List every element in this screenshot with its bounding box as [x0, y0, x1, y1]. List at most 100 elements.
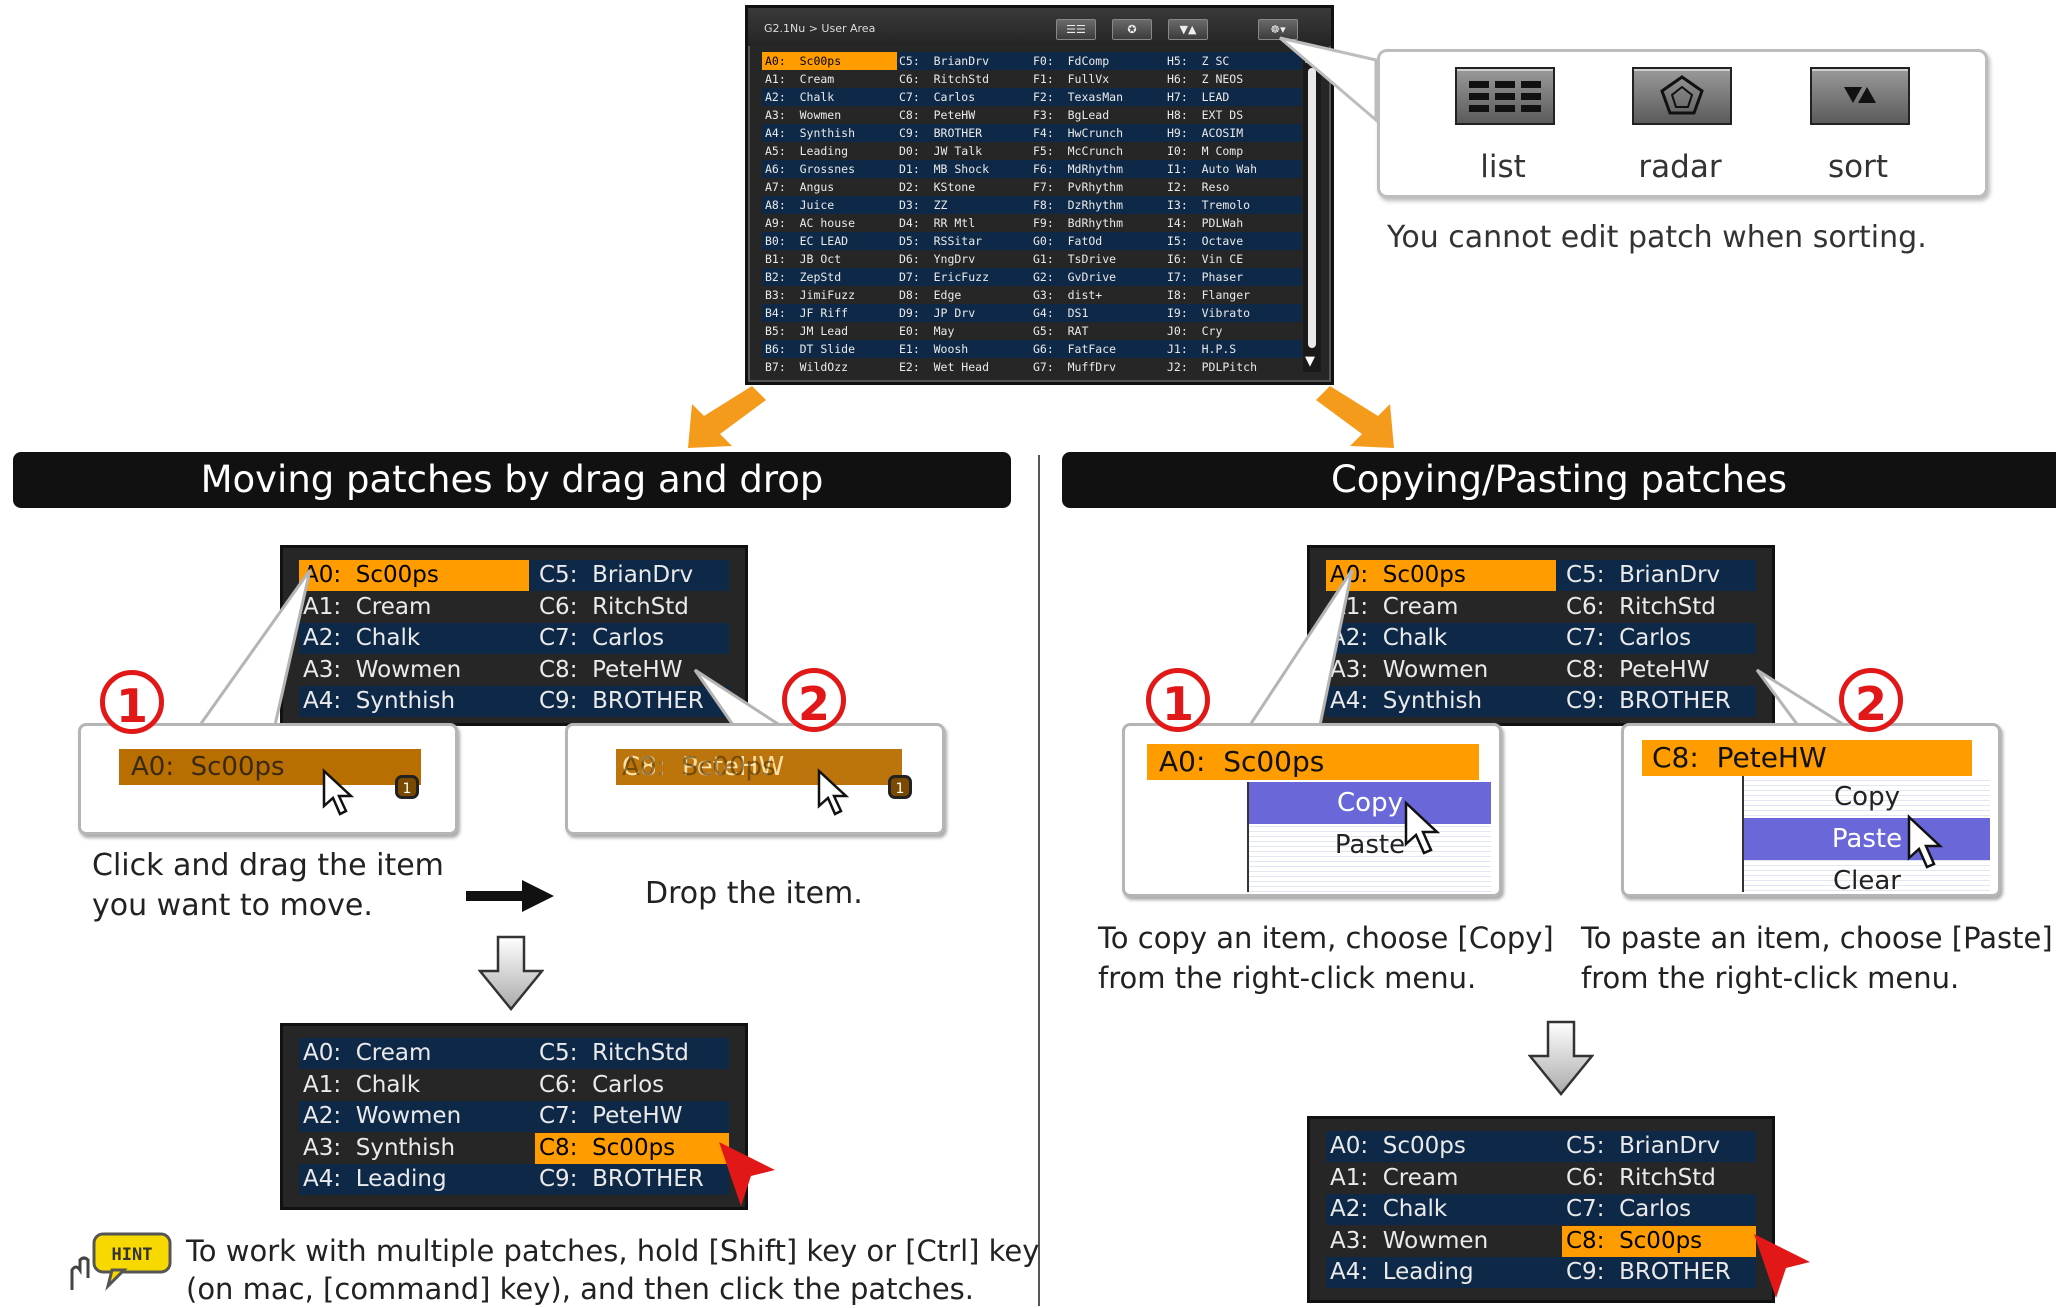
patch-cell[interactable]: E0: May: [899, 324, 955, 338]
patch-cell[interactable]: A8: Juice: [765, 198, 835, 212]
patch-cell[interactable]: G0: FatOd: [1033, 234, 1103, 248]
patch-cell[interactable]: I4: PDLWah: [1167, 216, 1244, 230]
patch-cell[interactable]: A0: Cream: [303, 1040, 432, 1066]
patch-cell[interactable]: C9: BROTHER: [1566, 1259, 1731, 1285]
patch-cell[interactable]: A4: Leading: [1330, 1259, 1474, 1285]
patch-cell[interactable]: I0: M Comp: [1167, 144, 1244, 158]
patch-cell[interactable]: B2: ZepStd: [765, 270, 842, 284]
radar-view-button[interactable]: ✪: [1112, 19, 1152, 40]
patch-cell[interactable]: I9: Vibrato: [1167, 306, 1251, 320]
patch-cell[interactable]: A2: Chalk: [765, 90, 835, 104]
patch-cell[interactable]: C9: BROTHER: [539, 688, 704, 714]
patch-cell[interactable]: F0: FdComp: [1033, 54, 1110, 68]
patch-cell[interactable]: A7: Angus: [765, 180, 835, 194]
patch-cell[interactable]: C9: BROTHER: [539, 1166, 704, 1192]
patch-cell[interactable]: C7: Carlos: [1566, 1196, 1692, 1222]
scroll-down-icon[interactable]: ▼: [1305, 354, 1315, 369]
patch-cell[interactable]: C8: Sc00ps: [1562, 1225, 1756, 1257]
patch-cell[interactable]: A0: Sc00ps: [299, 560, 529, 591]
patch-cell[interactable]: B4: JF Riff: [765, 306, 849, 320]
menu-item-paste[interactable]: Paste: [1334, 830, 1406, 860]
patch-cell[interactable]: I3: Tremolo: [1167, 198, 1251, 212]
patch-cell[interactable]: A0: Sc00ps: [1326, 560, 1556, 591]
settings-button[interactable]: ☸▾: [1258, 19, 1298, 40]
patch-cell[interactable]: D3: ZZ: [899, 198, 948, 212]
patch-cell[interactable]: G7: MuffDrv: [1033, 360, 1117, 374]
patch-cell[interactable]: J1: H.P.S: [1167, 342, 1237, 356]
patch-cell[interactable]: D1: MB Shock: [899, 162, 990, 176]
patch-cell[interactable]: H7: LEAD: [1167, 90, 1230, 104]
patch-cell[interactable]: A0: Sc00ps: [762, 52, 897, 70]
sort-button[interactable]: ▼▲: [1168, 19, 1208, 40]
patch-cell[interactable]: C7: Carlos: [1566, 625, 1692, 651]
patch-cell[interactable]: C8: PeteHW: [899, 108, 976, 122]
patch-cell[interactable]: C5: BrianDrv: [539, 562, 694, 588]
patch-cell[interactable]: A9: AC house: [765, 216, 856, 230]
patch-cell[interactable]: A4: Synthish: [303, 688, 456, 714]
radar-button-large[interactable]: [1632, 67, 1732, 125]
patch-cell[interactable]: I8: Flanger: [1167, 288, 1251, 302]
copy-source-item[interactable]: A0: Sc00ps: [1147, 744, 1479, 780]
patch-cell[interactable]: B7: WildOzz: [765, 360, 849, 374]
patch-cell[interactable]: D8: Edge: [899, 288, 962, 302]
patch-cell[interactable]: E2: Wet Head: [899, 360, 990, 374]
patch-cell[interactable]: A1: Cream: [303, 593, 432, 620]
patch-cell[interactable]: I5: Octave: [1167, 234, 1244, 248]
patch-cell[interactable]: A1: Chalk: [303, 1071, 421, 1098]
patch-cell[interactable]: C5: BrianDrv: [899, 54, 990, 68]
patch-cell[interactable]: A2: Chalk: [1330, 1196, 1448, 1222]
patch-cell[interactable]: A1: Cream: [1330, 1164, 1459, 1191]
patch-cell[interactable]: C8: PeteHW: [539, 656, 683, 683]
patch-cell[interactable]: B0: EC LEAD: [765, 234, 849, 248]
patch-cell[interactable]: I1: Auto Wah: [1167, 162, 1258, 176]
patch-cell[interactable]: A2: Chalk: [303, 625, 421, 651]
patch-cell[interactable]: A2: Wowmen: [303, 1103, 462, 1129]
patch-cell[interactable]: D7: EricFuzz: [899, 270, 990, 284]
patch-cell[interactable]: C6: RitchStd: [899, 72, 990, 86]
scroll-thumb[interactable]: [1308, 68, 1316, 348]
patch-cell[interactable]: G6: FatFace: [1033, 342, 1117, 356]
patch-cell[interactable]: C8: PeteHW: [1566, 656, 1710, 683]
patch-cell[interactable]: F5: McCrunch: [1033, 144, 1124, 158]
patch-cell[interactable]: C5: RitchStd: [539, 1040, 689, 1066]
patch-cell[interactable]: H9: ACOSIM: [1167, 126, 1244, 140]
patch-cell[interactable]: C9: BROTHER: [899, 126, 983, 140]
menu-item-paste[interactable]: Paste: [1744, 818, 1990, 860]
patch-cell[interactable]: F8: DzRhythm: [1033, 198, 1124, 212]
menu-item-copy[interactable]: Copy: [1249, 782, 1491, 824]
patch-cell[interactable]: G3: dist+: [1033, 288, 1103, 302]
patch-cell[interactable]: I6: Vin CE: [1167, 252, 1244, 266]
menu-item-copy[interactable]: Copy: [1834, 782, 1900, 812]
patch-cell[interactable]: G5: RAT: [1033, 324, 1089, 338]
patch-cell[interactable]: D0: JW Talk: [899, 144, 983, 158]
patch-cell[interactable]: C8: Sc00ps: [535, 1132, 729, 1164]
patch-cell[interactable]: D9: JP Drv: [899, 306, 976, 320]
patch-cell[interactable]: F2: TexasMan: [1033, 90, 1124, 104]
patch-cell[interactable]: B3: JimiFuzz: [765, 288, 856, 302]
patch-cell[interactable]: H8: EXT DS: [1167, 108, 1244, 122]
patch-cell[interactable]: B5: JM Lead: [765, 324, 849, 338]
patch-cell[interactable]: D6: YngDrv: [899, 252, 976, 266]
patch-cell[interactable]: D5: RSSitar: [899, 234, 983, 248]
patch-cell[interactable]: G2: GvDrive: [1033, 270, 1117, 284]
patch-cell[interactable]: C6: RitchStd: [539, 593, 689, 620]
patch-cell[interactable]: B6: DT Slide: [765, 342, 856, 356]
list-button-large[interactable]: [1455, 67, 1555, 125]
patch-cell[interactable]: A5: Leading: [765, 144, 849, 158]
patch-cell[interactable]: D2: KStone: [899, 180, 976, 194]
patch-cell[interactable]: G1: TsDrive: [1033, 252, 1117, 266]
sort-button-large[interactable]: [1810, 67, 1910, 125]
patch-cell[interactable]: F4: HwCrunch: [1033, 126, 1124, 140]
patch-cell[interactable]: I2: Reso: [1167, 180, 1230, 194]
patch-cell[interactable]: A3: Wowmen: [1330, 1227, 1489, 1254]
paste-target-item[interactable]: C8: PeteHW: [1642, 740, 1972, 776]
patch-cell[interactable]: F9: BdRhythm: [1033, 216, 1124, 230]
patch-cell[interactable]: C5: BrianDrv: [1566, 1133, 1721, 1159]
patch-cell[interactable]: G4: DS1: [1033, 306, 1089, 320]
patch-cell[interactable]: F6: MdRhythm: [1033, 162, 1124, 176]
patch-cell[interactable]: H5: Z SC: [1167, 54, 1230, 68]
patch-cell[interactable]: J0: Cry: [1167, 324, 1223, 338]
patch-cell[interactable]: I7: Phaser: [1167, 270, 1244, 284]
patch-cell[interactable]: A6: Grossnes: [765, 162, 856, 176]
patch-cell[interactable]: A3: Wowmen: [303, 656, 462, 683]
